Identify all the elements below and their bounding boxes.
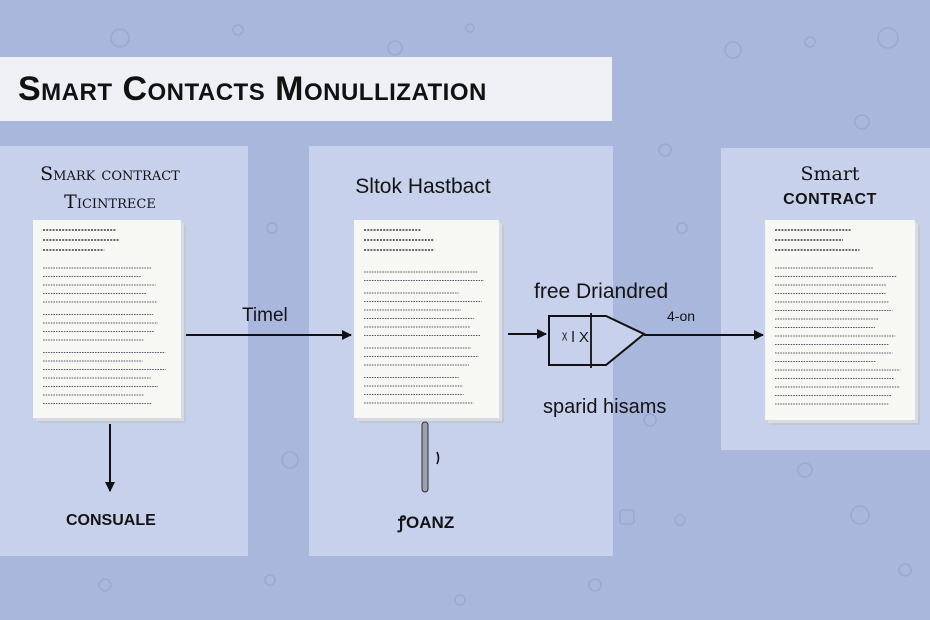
panel-left-heading-line1: Smark contract — [40, 163, 180, 185]
diagram-title: Smart Contacts Monullization — [18, 69, 487, 108]
document-text-lines — [43, 229, 166, 404]
document-right — [765, 220, 915, 420]
panel-middle-heading: Sltok Hastbact — [355, 175, 491, 198]
hook-mark — [436, 451, 440, 465]
funnel-shape — [548, 315, 646, 366]
panel-left-heading-line2: Ticintrece — [64, 191, 156, 213]
vertical-bar — [421, 421, 429, 493]
document-left — [33, 220, 181, 418]
document-middle — [354, 220, 499, 418]
panel-left-bottom-label: CONSUALE — [66, 512, 156, 529]
title-banner: Smart Contacts Monullization — [0, 57, 612, 121]
document-text-lines — [775, 229, 901, 405]
arrow-label-timel: Timel — [242, 305, 288, 326]
arrow-label-sparid-hisams: sparid hisams — [543, 396, 667, 418]
document-text-lines — [364, 229, 485, 404]
panel-middle-bottom-label: ꝭOANZ — [398, 513, 455, 532]
panel-right-heading-line2: CONTRACT — [783, 191, 877, 208]
arrow-label-free-driandred: free Driandred — [534, 280, 669, 303]
panel-right-heading-line1: Smart — [800, 163, 860, 185]
funnel-label: ᵡ l X — [562, 329, 589, 346]
arrow-label-four-on: 4-on — [667, 308, 696, 324]
